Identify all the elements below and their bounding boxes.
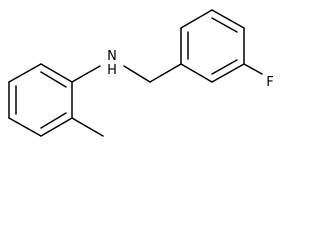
bond-right-ring-6 <box>180 63 213 83</box>
bond-right-ring-2 <box>180 9 213 29</box>
bond-right-ring-5 <box>211 63 245 83</box>
bond-left-ring-2 <box>40 117 73 137</box>
bonds <box>8 9 263 137</box>
bond-nh-ch2 <box>123 65 151 83</box>
fluorine-label: F <box>266 75 273 90</box>
bond-left-ring-3 <box>8 117 42 137</box>
nitrogen-label: N <box>107 49 117 64</box>
bond-left-ring-double-3 <box>40 71 67 88</box>
hydrogen-label: H <box>107 63 117 78</box>
bond-left-ring-5 <box>8 63 42 83</box>
bond-right-ring-3 <box>211 9 245 29</box>
bond-methyl <box>71 117 104 137</box>
bond-ring-nh <box>71 65 101 83</box>
bond-c-f <box>243 63 263 75</box>
atom-labels: N H F <box>107 49 274 90</box>
bond-ch2-ring <box>149 63 182 83</box>
bond-left-ring-6 <box>40 63 73 83</box>
bond-left-ring-double-1 <box>40 112 67 129</box>
bond-right-ring-double-2 <box>211 17 238 33</box>
bond-right-ring-double-3 <box>211 59 238 75</box>
structure-diagram: N H F <box>8 9 274 137</box>
